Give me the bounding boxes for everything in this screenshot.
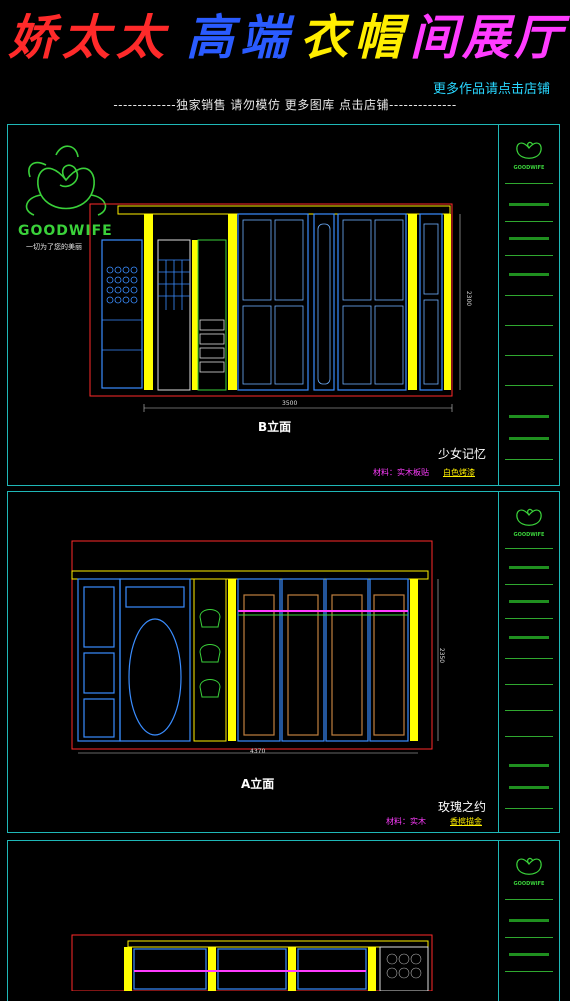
title-block-brand: GOODWIFE (513, 881, 545, 887)
height-dimension: 2300 (465, 290, 473, 307)
elevation-label: B立面 (258, 420, 292, 434)
title-block-row (509, 203, 549, 206)
title-block-row (505, 548, 553, 549)
width-dimension: 4370 (250, 748, 266, 755)
finish-note: 香槟描金 (450, 817, 482, 826)
material-note: 材料：实木 (386, 817, 426, 826)
brand-tagline: 一切为了您的美丽 (26, 243, 82, 251)
title-block-row (505, 584, 553, 585)
drawing-sheet-b: GOODWIFE 一切为了您的美丽 (7, 124, 560, 486)
title-char: 衣 (300, 10, 349, 66)
title-block-row (505, 295, 553, 296)
title-block-row (505, 899, 553, 900)
elevation-label: A立面 (241, 777, 275, 791)
title-block-row (509, 566, 549, 569)
rose-logo-icon (516, 141, 542, 159)
title-char: 展 (462, 10, 511, 66)
title-block-row (505, 736, 553, 737)
drawing-sheet-c: GOODWIFE (7, 840, 560, 1001)
title-char: 高 (186, 10, 235, 66)
title-block-row (505, 658, 553, 659)
title-block-row (505, 221, 553, 222)
rose-logo-icon (516, 857, 542, 875)
title-char: 端 (240, 10, 289, 66)
sheet-drawing-area (8, 841, 499, 1001)
title-char: 太 (62, 10, 111, 66)
title-block: GOODWIFE (498, 125, 559, 485)
title-char: 娇 (8, 10, 57, 66)
material-note: 材料：实木板贴 (373, 468, 429, 477)
finish-note: 白色烤漆 (443, 468, 475, 477)
title-block-row (505, 325, 553, 326)
title-block-brand: GOODWIFE (513, 532, 545, 538)
title-block-row (509, 415, 549, 418)
width-dimension: 3500 (282, 400, 298, 407)
banner: 娇 太 太 高 端 衣 帽 间 展 厅 更多作品请点击店铺 ----------… (0, 0, 570, 120)
title-block-row (505, 710, 553, 711)
title-block-row (509, 786, 549, 789)
elevation-a-drawing (71, 540, 439, 754)
title-block-row (509, 437, 549, 440)
sheet-drawing-area: 4370 2350 A立面 玫瑰之约 材料：实木 香槟描金 (8, 492, 499, 832)
height-dimension: 2350 (438, 647, 446, 664)
title-block: GOODWIFE (498, 492, 559, 832)
title-block-row (505, 255, 553, 256)
subline: -------------独家销售 请勿模仿 更多图库 点击店铺--------… (113, 98, 457, 112)
title-block-row (505, 355, 553, 356)
shop-link[interactable]: 更多作品请点击店铺 (432, 82, 550, 97)
title-char: 厅 (514, 10, 563, 66)
title-block-row (509, 600, 549, 603)
title-block-row (509, 273, 549, 276)
title-char: 帽 (354, 10, 403, 66)
drawing-sheet-a: 4370 2350 A立面 玫瑰之约 材料：实木 香槟描金 GOODWIFE (7, 491, 560, 833)
title-block-row (505, 971, 553, 972)
title-block-brand: GOODWIFE (513, 165, 545, 171)
title-block-row (509, 764, 549, 767)
brand-wordmark: GOODWIFE (18, 223, 113, 239)
title-block-row (505, 385, 553, 386)
title-char: 间 (410, 10, 459, 66)
sheet-drawing-area: GOODWIFE 一切为了您的美丽 (8, 125, 499, 485)
elevation-c-drawing (71, 934, 433, 991)
title-block-row (509, 919, 549, 922)
title-char: 太 (116, 10, 165, 66)
title-block-row (505, 684, 553, 685)
title-block-row (505, 618, 553, 619)
project-name: 玫瑰之约 (438, 800, 487, 814)
title-block-row (505, 183, 553, 184)
title-block-row (505, 459, 553, 460)
title-block-row (505, 808, 553, 809)
elevation-b-drawing (89, 203, 461, 412)
title-block: GOODWIFE (498, 841, 559, 1001)
title-block-row (509, 636, 549, 639)
title-block-row (505, 937, 553, 938)
rose-logo-icon (516, 508, 542, 526)
title-block-row (509, 953, 549, 956)
title-block-row (509, 237, 549, 240)
rose-logo-icon (25, 145, 107, 216)
project-name: 少女记忆 (438, 447, 487, 461)
